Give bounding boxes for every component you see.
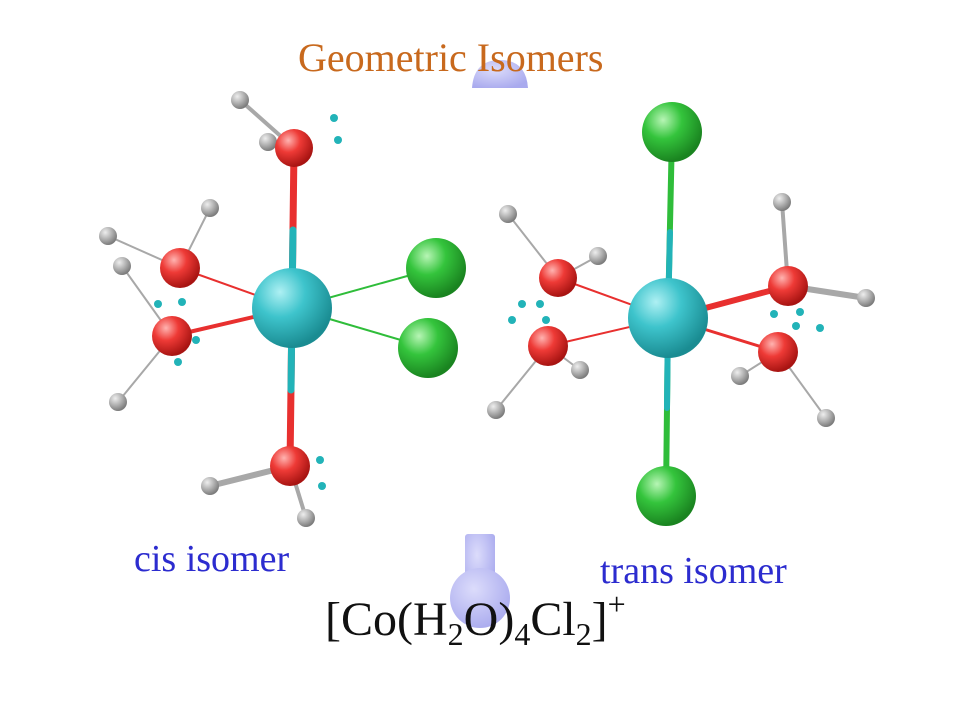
cobalt-atom	[628, 278, 708, 358]
hydrogen-atom	[201, 199, 219, 217]
cis-isomer-label: cis isomer	[134, 538, 290, 580]
trans-isomer-label: trans isomer	[600, 550, 787, 592]
lone-pair-dot	[318, 482, 326, 490]
hydrogen-atom	[297, 509, 315, 527]
oxygen-atom	[539, 259, 577, 297]
oxygen-atom	[768, 266, 808, 306]
lone-pair-dot	[330, 114, 338, 122]
mirror-bottom-bulb	[450, 568, 510, 628]
lone-pair-dot	[334, 136, 342, 144]
chlorine-atom	[398, 318, 458, 378]
hydrogen-atom	[109, 393, 127, 411]
hydrogen-atom	[201, 477, 219, 495]
oxygen-atom	[275, 129, 313, 167]
mirror-plane	[450, 60, 528, 628]
lone-pair-dot	[536, 300, 544, 308]
hydrogen-atom	[113, 257, 131, 275]
mirror-top-cap	[472, 60, 528, 88]
lone-pair-dot	[542, 316, 550, 324]
lone-pair-dot	[792, 322, 800, 330]
lone-pair-dot	[796, 308, 804, 316]
hydrogen-atom	[571, 361, 589, 379]
hydrogen-atom	[99, 227, 117, 245]
complex-formula: [Co(H2O)4Cl2]+	[325, 588, 626, 650]
hydrogen-atom	[731, 367, 749, 385]
hydrogen-atom	[773, 193, 791, 211]
hydrogen-atom	[589, 247, 607, 265]
formula-part: O)	[463, 593, 515, 646]
lone-pair-dot	[770, 310, 778, 318]
page-title: Geometric Isomers	[298, 35, 604, 80]
hydrogen-atom	[857, 289, 875, 307]
hydrogen-atom	[259, 133, 277, 151]
formula-open: [Co(H	[325, 593, 448, 646]
cobalt-atom	[252, 268, 332, 348]
formula-charge: +	[607, 586, 626, 622]
lone-pair-dot	[316, 456, 324, 464]
oxygen-atom	[152, 316, 192, 356]
lone-pair-dot	[816, 324, 824, 332]
formula-subscript: 2	[575, 616, 592, 652]
oxygen-atom	[758, 332, 798, 372]
hydrogen-atom	[499, 205, 517, 223]
lone-pair-dot	[508, 316, 516, 324]
oxygen-atom	[528, 326, 568, 366]
trans-lone-pairs	[508, 300, 824, 332]
chlorine-atom	[406, 238, 466, 298]
cis-molecule	[99, 91, 466, 527]
lone-pair-dot	[154, 300, 162, 308]
oxygen-atom	[270, 446, 310, 486]
hydrogen-atom	[231, 91, 249, 109]
formula-subscript: 4	[514, 616, 531, 652]
lone-pair-dot	[518, 300, 526, 308]
formula-close: ]	[591, 593, 608, 646]
lone-pair-dot	[192, 336, 200, 344]
trans-molecule	[487, 102, 875, 526]
lone-pair-dot	[174, 358, 182, 366]
lone-pair-dot	[178, 298, 186, 306]
hydrogen-atom	[487, 401, 505, 419]
chlorine-atom	[642, 102, 702, 162]
chlorine-atom	[636, 466, 696, 526]
oxygen-atom	[160, 248, 200, 288]
formula-part: Cl	[530, 593, 576, 646]
formula-subscript: 2	[447, 616, 464, 652]
hydrogen-atom	[817, 409, 835, 427]
